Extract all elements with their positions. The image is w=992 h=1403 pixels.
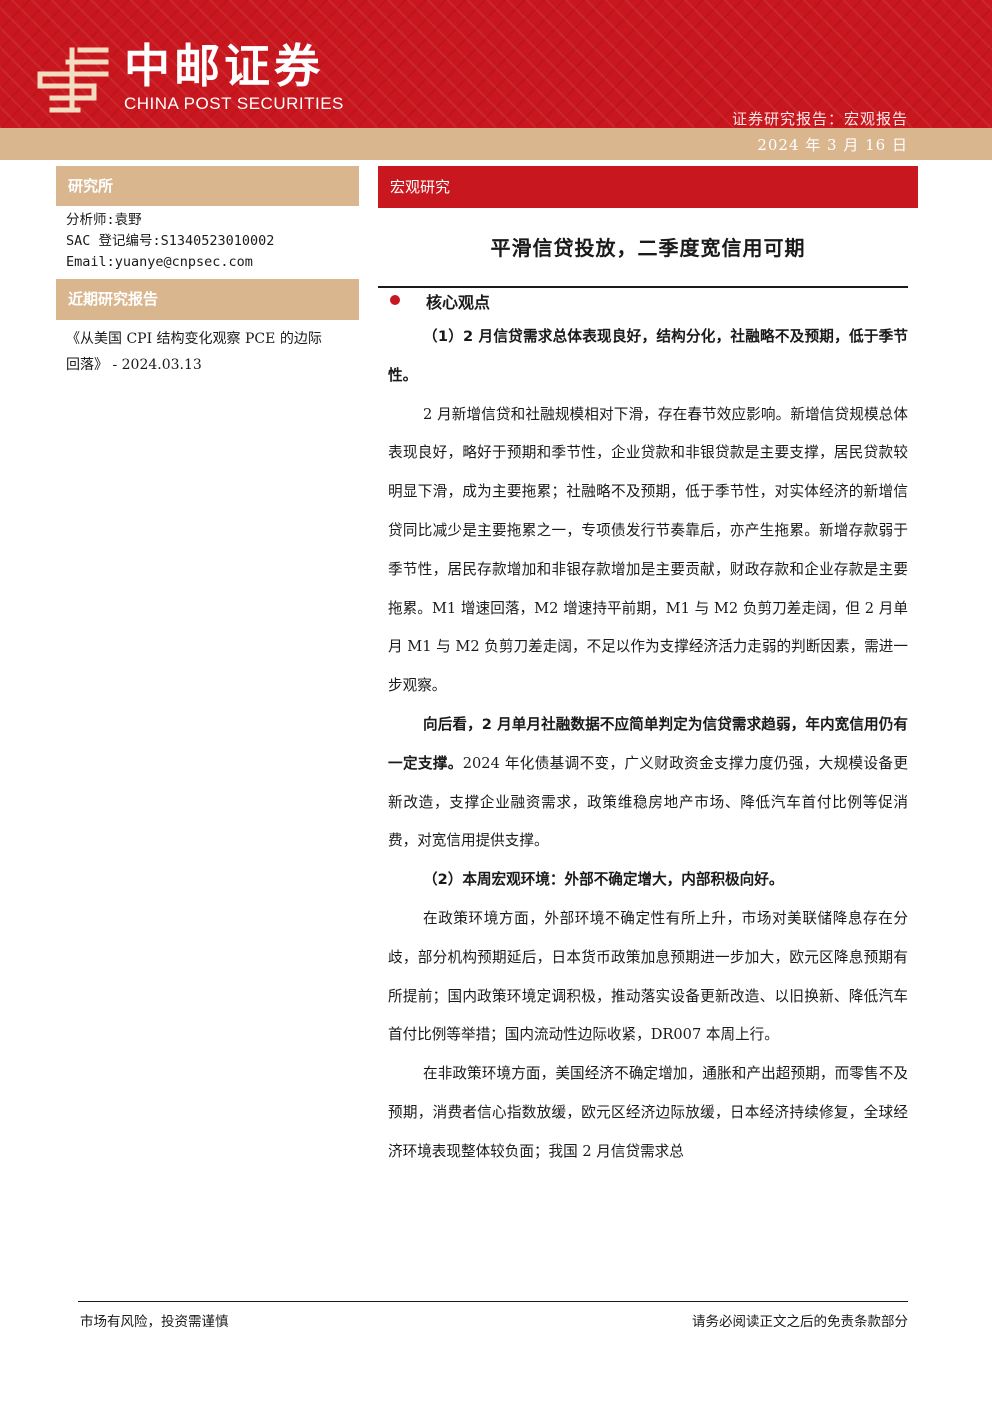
brand-name-cn: 中邮证券 xyxy=(124,39,324,93)
paragraph-3: 在政策环境方面，外部环境不确定性有所上升，市场对美联储降息存在分歧，部分机构预期… xyxy=(388,909,908,1044)
header-banner: 中邮证券 CHINA POST SECURITIES 证券研究报告：宏观报告 xyxy=(0,0,992,128)
section-tag-label: 宏观研究 xyxy=(390,178,451,196)
sac-number: SAC 登记编号:S1340523010002 xyxy=(66,233,275,249)
analyst-name: 分析师:袁野 xyxy=(66,212,142,228)
recent-report-link[interactable]: 《从美国 CPI 结构变化观察 PCE 的边际 回落》 - 2024.03.13 xyxy=(56,320,359,378)
analyst-info: 分析师:袁野 SAC 登记编号:S1340523010002 Email:yua… xyxy=(56,206,359,279)
date-bar xyxy=(0,128,992,160)
sidebar: 研究所 分析师:袁野 SAC 登记编号:S1340523010002 Email… xyxy=(56,166,359,378)
footer-divider xyxy=(78,1301,908,1302)
paragraph-2-rest: 2024 年化债基调不变，广义财政资金支撑力度仍强，大规模设备更新改造，支撑企业… xyxy=(388,754,908,850)
banner-pattern xyxy=(0,0,992,128)
core-views-label: 核心观点 xyxy=(426,293,491,312)
paragraph-4: 在非政策环境方面，美国经济不确定增加，通胀和产出超预期，而零售不及预期，消费者信… xyxy=(388,1065,908,1160)
section-tag: 宏观研究 xyxy=(378,166,918,208)
subheading-2: （2）本周宏观环境：外部不确定增大，内部积极向好。 xyxy=(423,871,784,889)
footer-disclaimer-note: 请务必阅读正文之后的免责条款部分 xyxy=(692,1314,908,1330)
report-type: 证券研究报告：宏观报告 xyxy=(731,110,908,128)
recent-report-title-line1: 《从美国 CPI 结构变化观察 PCE 的边际 xyxy=(66,331,322,347)
article-body: （1）2 月信贷需求总体表现良好，结构分化，社融略不及预期，低于季节性。 2 月… xyxy=(388,318,908,1172)
brand-name-en: CHINA POST SECURITIES xyxy=(124,94,344,113)
page-title: 平滑信贷投放，二季度宽信用可期 xyxy=(490,236,806,260)
footer-risk-note: 市场有风险，投资需谨慎 xyxy=(80,1314,229,1330)
subheading-1: （1）2 月信贷需求总体表现良好，结构分化，社融略不及预期，低于季节性。 xyxy=(388,328,908,384)
recent-report-title-line2: 回落》 - 2024.03.13 xyxy=(66,357,202,373)
paragraph-1: 2 月新增信贷和社融规模相对下滑，存在春节效应影响。新增信贷规模总体表现良好，略… xyxy=(388,405,908,695)
china-post-logo-icon xyxy=(37,47,109,113)
report-date: 2024 年 3 月 16 日 xyxy=(757,136,908,154)
paragraph-2-lead: 向后看，2 月单月社融数据不应简单判定为信贷需求趋弱，年内宽信用仍有一定支撑。 xyxy=(388,715,908,772)
institute-heading: 研究所 xyxy=(56,166,359,206)
core-views-heading: 核心观点 xyxy=(388,288,908,314)
sidebar-divider xyxy=(56,319,359,320)
bullet-dot-icon xyxy=(390,295,400,305)
analyst-email: Email:yuanye@cnpsec.com xyxy=(66,254,253,270)
paragraph-2: 向后看，2 月单月社融数据不应简单判定为信贷需求趋弱，年内宽信用仍有一定支撑。2… xyxy=(388,706,908,861)
title-divider xyxy=(378,286,908,288)
recent-reports-heading: 近期研究报告 xyxy=(56,279,359,319)
